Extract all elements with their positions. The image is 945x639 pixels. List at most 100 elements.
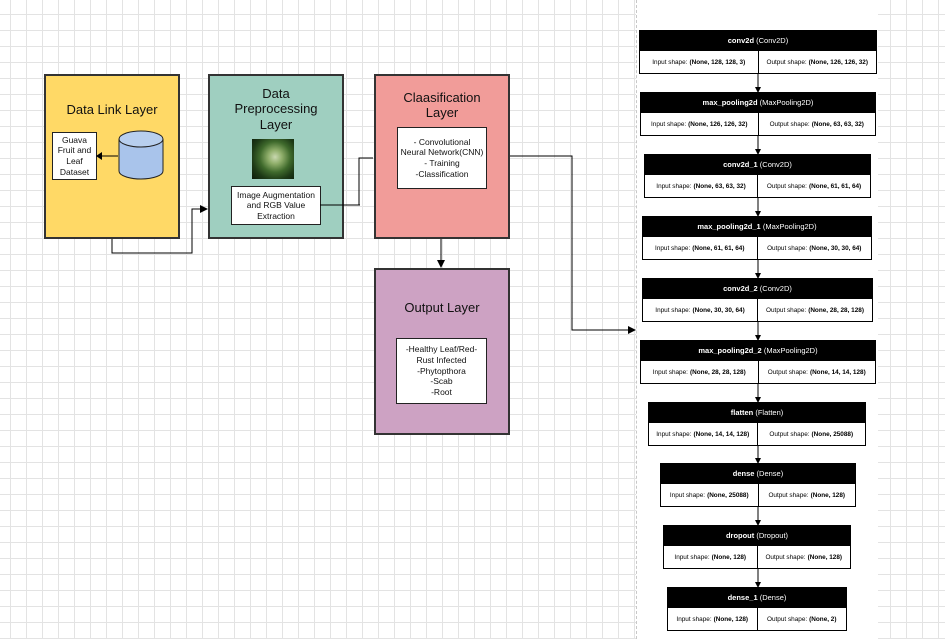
output-shape-cell: Output shape:(None, 14, 14, 128)	[757, 361, 876, 383]
input-shape-value: (None, 28, 28, 128)	[689, 368, 746, 376]
layer-header: max_pooling2d_2 (MaxPooling2D)	[641, 341, 875, 361]
layer-shapes-row: Input shape:(None, 128)Output shape:(Non…	[668, 608, 846, 630]
input-shape-cell: Input shape:(None, 25088)	[661, 484, 758, 506]
input-shape-label: Input shape:	[650, 120, 687, 128]
output-shape-value: (None, 2)	[809, 615, 837, 623]
layer-name: max_pooling2d_1	[697, 222, 761, 231]
layer-type: (MaxPooling2D)	[762, 222, 817, 231]
layer-shapes-row: Input shape:(None, 63, 63, 32) Output sha…	[645, 175, 870, 197]
output-shape-value: (None, 63, 63, 32)	[811, 120, 864, 128]
layer-shapes-row: Input shape:(None, 28, 28, 128)Output sh…	[641, 361, 875, 383]
output-shape-value: (None, 30, 30, 64)	[809, 244, 862, 252]
layer-type: (Conv2D)	[759, 284, 792, 293]
model-layer-box: dense (Dense)Input shape:(None, 25088)Ou…	[660, 463, 856, 507]
input-shape-value: (None, 63, 63, 32)	[693, 182, 746, 190]
input-shape-label: Input shape:	[652, 368, 688, 376]
output-shape-cell: Output shape:(None, 28, 28, 128)	[757, 299, 872, 321]
layer-name: conv2d	[727, 36, 755, 45]
input-shape-cell: Input shape:(None, 128, 128, 3)	[640, 51, 758, 73]
output-shape-value: (None, 28, 28, 128)	[808, 306, 864, 314]
input-shape-label: Input shape:	[676, 615, 712, 623]
input-shape-label: Input shape:	[656, 182, 692, 190]
output-shape-label: Output shape:	[765, 553, 806, 561]
model-layer-box: conv2d_1 (Conv2D)Input shape:(None, 63, …	[644, 154, 871, 198]
output-shape-cell: Output shape:(None, 128)	[757, 484, 856, 506]
input-shape-label: Input shape:	[669, 491, 706, 499]
output-shape-label: Output shape:	[767, 615, 808, 623]
input-shape-value: (None, 14, 14, 128)	[693, 430, 750, 438]
input-shape-value: (None, 61, 61, 64)	[692, 244, 745, 252]
model-layer-box: max_pooling2d_2 (MaxPooling2D)Input shap…	[640, 340, 876, 384]
layer-shapes-row: Input shape:(None, 128)Output shape:(Non…	[664, 546, 850, 568]
input-shape-cell: Input shape:(None, 14, 14, 128)	[649, 423, 757, 445]
layer-header: dense_1 (Dense)	[668, 588, 846, 608]
output-layer-title: Output Layer	[404, 300, 480, 315]
layer-type: (Conv2D)	[759, 160, 792, 169]
image-augmentation-box: Image Augmentation and RGB Value Extract…	[231, 186, 321, 225]
output-shape-label: Output shape:	[768, 491, 809, 499]
database-icon	[118, 130, 164, 180]
data-link-layer-title: Data Link Layer	[66, 102, 158, 117]
output-classes-box: -Healthy Leaf/Red-Rust Infected -Phytopt…	[396, 338, 487, 404]
classification-layer-title: Claasification Layer	[403, 90, 481, 121]
input-shape-label: Input shape:	[656, 430, 692, 438]
input-shape-value: (None, 30, 30, 64)	[692, 306, 745, 314]
output-shape-cell: Output shape:(None, 128)	[756, 546, 851, 568]
model-layer-box: dense_1 (Dense)Input shape:(None, 128)Ou…	[667, 587, 847, 631]
output-shape-label: Output shape:	[766, 182, 807, 190]
layer-type: (Dense)	[759, 593, 787, 602]
dataset-label: Guava Fruit and Leaf Dataset	[57, 134, 92, 177]
output-shape-label: Output shape:	[767, 244, 808, 252]
training-line: - Training	[424, 158, 460, 168]
input-shape-value: (None, 128)	[711, 553, 747, 561]
layer-name: dense	[732, 469, 755, 478]
output-class-root: -Root	[431, 386, 452, 397]
output-class-healthy-red-rust: -Healthy Leaf/Red-Rust Infected	[405, 344, 478, 366]
leaf-image	[252, 139, 294, 179]
input-shape-value: (None, 128, 128, 3)	[689, 58, 746, 66]
layer-type: (MaxPooling2D)	[759, 98, 814, 107]
layer-shapes-row: Input shape:(None, 25088)Output shape:(N…	[661, 484, 855, 506]
layer-name: dropout	[725, 531, 755, 540]
output-shape-value: (None, 126, 126, 32)	[808, 58, 868, 66]
output-shape-cell: Output shape:(None, 2)	[756, 608, 847, 630]
input-shape-cell: Input shape:(None, 30, 30, 64)	[643, 299, 757, 321]
cnn-line: - Convolutional Neural Network(CNN)	[400, 136, 484, 158]
output-shape-label: Output shape:	[767, 368, 808, 376]
layer-shapes-row: Input shape:(None, 126, 126, 32)Output s…	[641, 113, 875, 135]
output-shape-value: (None, 25088)	[811, 430, 854, 438]
output-shape-label: Output shape:	[766, 306, 807, 314]
output-shape-cell: Output shape:(None, 30, 30, 64)	[756, 237, 872, 259]
input-shape-cell: Input shape:(None, 63, 63, 32)	[645, 175, 757, 197]
layer-header: conv2d_2 (Conv2D)	[643, 279, 872, 299]
connector-augmentation-to-side	[320, 204, 360, 206]
arrow-classification-to-model	[487, 155, 636, 334]
output-shape-value: (None, 14, 14, 128)	[809, 368, 866, 376]
input-shape-label: Input shape:	[655, 244, 691, 252]
cnn-details-box: - Convolutional Neural Network(CNN) - Tr…	[397, 127, 487, 189]
classification-line: -Classification	[415, 168, 469, 179]
layer-shapes-row: Input shape:(None, 30, 30, 64)Output sha…	[643, 299, 872, 321]
input-shape-value: (None, 25088)	[707, 491, 749, 499]
arrow-preprocessing-to-classification	[358, 157, 373, 205]
layer-header: max_pooling2d_1 (MaxPooling2D)	[643, 217, 871, 237]
input-shape-value: (None, 126, 126, 32)	[688, 120, 748, 128]
layer-type: (MaxPooling2D)	[763, 346, 818, 355]
input-shape-cell: Input shape:(None, 28, 28, 128)	[641, 361, 758, 383]
layer-header: dense (Dense)	[661, 464, 855, 484]
output-class-scab: -Scab	[430, 376, 453, 387]
output-shape-label: Output shape:	[769, 430, 810, 438]
layer-type: (Conv2D)	[756, 36, 789, 45]
output-shape-cell: Output shape:(None, 126, 126, 32)	[757, 51, 877, 73]
layer-name: flatten	[730, 408, 754, 417]
layer-shapes-row: Input shape:(None, 61, 61, 64)Output sha…	[643, 237, 871, 259]
input-shape-cell: Input shape:(None, 61, 61, 64)	[643, 237, 757, 259]
input-shape-cell: Input shape:(None, 128)	[664, 546, 757, 568]
layer-header: dropout (Dropout)	[664, 526, 850, 546]
input-shape-cell: Input shape:(None, 126, 126, 32)	[641, 113, 758, 135]
input-shape-label: Input shape:	[652, 58, 688, 66]
data-preprocessing-layer-title: Data Preprocessing Layer	[234, 86, 318, 132]
output-shape-label: Output shape:	[766, 58, 807, 66]
